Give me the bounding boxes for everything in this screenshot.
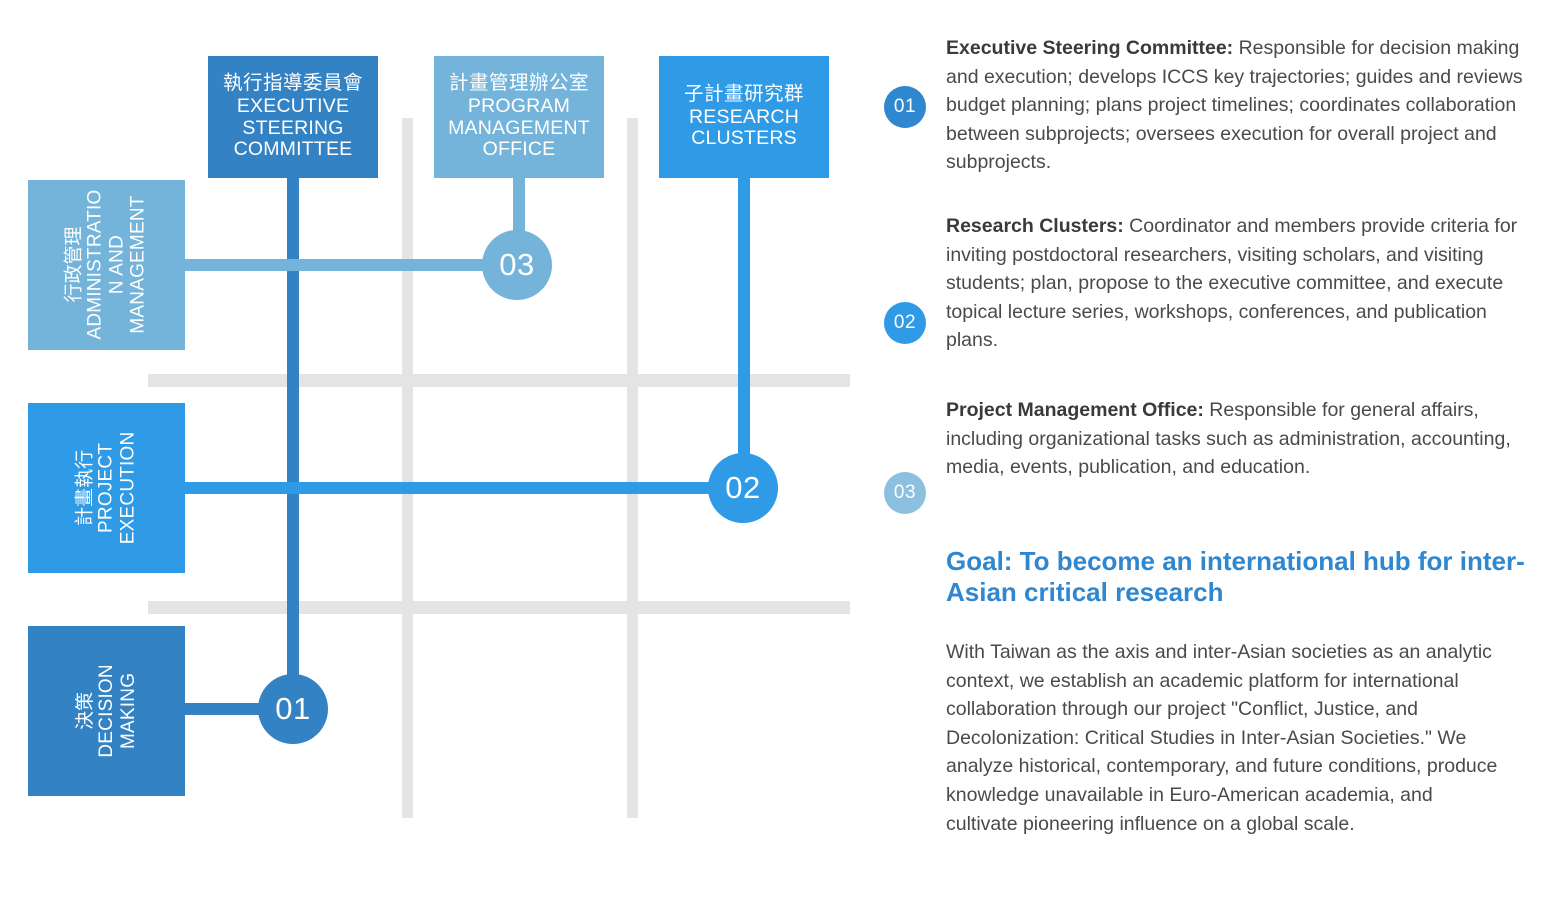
description-body-03: Project Management Office: Responsible f… (946, 396, 1536, 482)
description-text-03: Responsible for general affairs, includi… (946, 399, 1511, 479)
description-body-01: Executive Steering Committee: Responsibl… (946, 34, 1536, 177)
box-esc-label-zh: 執行指導委員會 (222, 71, 363, 94)
box-pmo-label-en-2: MANAGEMENT (448, 116, 590, 139)
description-badge-03: 03 (884, 472, 926, 514)
connector-execution-horizontal (184, 482, 744, 494)
box-rc-label-en-2: CLUSTERS (691, 127, 797, 150)
box-admin-rotated-label: 行政管理 ADMINISTRATIO N AND MANAGEMENT (64, 190, 149, 340)
box-admin-label-en-2: N AND (106, 235, 128, 295)
org-structure-diagram: 執行指導委員會 EXECUTIVE STEERING COMMITTEE 計畫管… (28, 56, 850, 818)
box-execution-label-en-1: PROJECT (95, 442, 117, 534)
box-pmo-label-en-1: PROGRAM (467, 94, 571, 117)
goal-paragraph: With Taiwan as the axis and inter-Asian … (946, 641, 1498, 835)
box-esc-label-en-1: EXECUTIVE (236, 94, 350, 117)
diagram-node-01[interactable]: 01 (258, 674, 328, 744)
connector-rc-vertical (738, 178, 750, 488)
description-panel: 01 Executive Steering Committee: Respons… (880, 0, 1553, 905)
connector-esc-vertical (287, 178, 299, 712)
diagram-node-02[interactable]: 02 (708, 453, 778, 523)
description-text-02: Coordinator and members provide criteria… (946, 215, 1518, 352)
box-pmo-label-zh: 計畫管理辦公室 (448, 71, 589, 94)
box-decision-label-en-1: DECISION (95, 664, 117, 758)
box-execution-label-zh: 計畫執行 (74, 449, 96, 527)
grid-line-vertical-2 (627, 118, 638, 818)
box-esc-label-en-2: STEERING (242, 116, 344, 139)
box-admin-label-en-1: ADMINISTRATIO (85, 189, 107, 341)
connector-admin-horizontal (184, 259, 519, 271)
goal-heading: Goal: To become an international hub for… (946, 546, 1525, 607)
diagram-node-03[interactable]: 03 (482, 230, 552, 300)
box-execution-rotated-label: 計畫執行 PROJECT EXECUTION (75, 432, 139, 545)
box-decision-rotated-label: 決策 DECISION MAKING (75, 664, 139, 757)
box-esc-label-en-3: COMMITTEE (233, 138, 353, 161)
box-decision-label-en-2: MAKING (117, 672, 139, 750)
description-badge-01: 01 (884, 86, 926, 128)
box-rc-label-en-1: RESEARCH (689, 105, 799, 128)
description-title-03: Project Management Office: (946, 399, 1204, 421)
box-project-execution[interactable]: 計畫執行 PROJECT EXECUTION (28, 403, 185, 573)
box-research-clusters[interactable]: 子計畫研究群 RESEARCH CLUSTERS (659, 56, 829, 178)
grid-line-vertical-1 (402, 118, 413, 818)
box-executive-steering-committee[interactable]: 執行指導委員會 EXECUTIVE STEERING COMMITTEE (208, 56, 378, 178)
description-title-02: Research Clusters: (946, 215, 1124, 237)
description-text-01: Responsible for decision making and exec… (946, 37, 1523, 174)
box-admin-label-en-3: MANAGEMENT (127, 195, 149, 335)
box-decision-making[interactable]: 決策 DECISION MAKING (28, 626, 185, 796)
grid-line-horizontal-2 (148, 601, 850, 614)
box-rc-label-zh: 子計畫研究群 (683, 82, 804, 105)
box-administration-and-management[interactable]: 行政管理 ADMINISTRATIO N AND MANAGEMENT (28, 180, 185, 350)
box-program-management-office[interactable]: 計畫管理辦公室 PROGRAM MANAGEMENT OFFICE (434, 56, 604, 178)
box-execution-label-en-2: EXECUTION (117, 431, 139, 545)
description-badge-02: 02 (884, 302, 926, 344)
description-title-01: Executive Steering Committee: (946, 37, 1234, 59)
box-decision-label-zh: 決策 (74, 691, 96, 730)
box-admin-label-zh: 行政管理 (63, 227, 85, 304)
box-pmo-label-en-3: OFFICE (482, 138, 556, 161)
description-body-02: Research Clusters: Coordinator and membe… (946, 212, 1536, 355)
grid-line-horizontal-1 (148, 374, 850, 387)
